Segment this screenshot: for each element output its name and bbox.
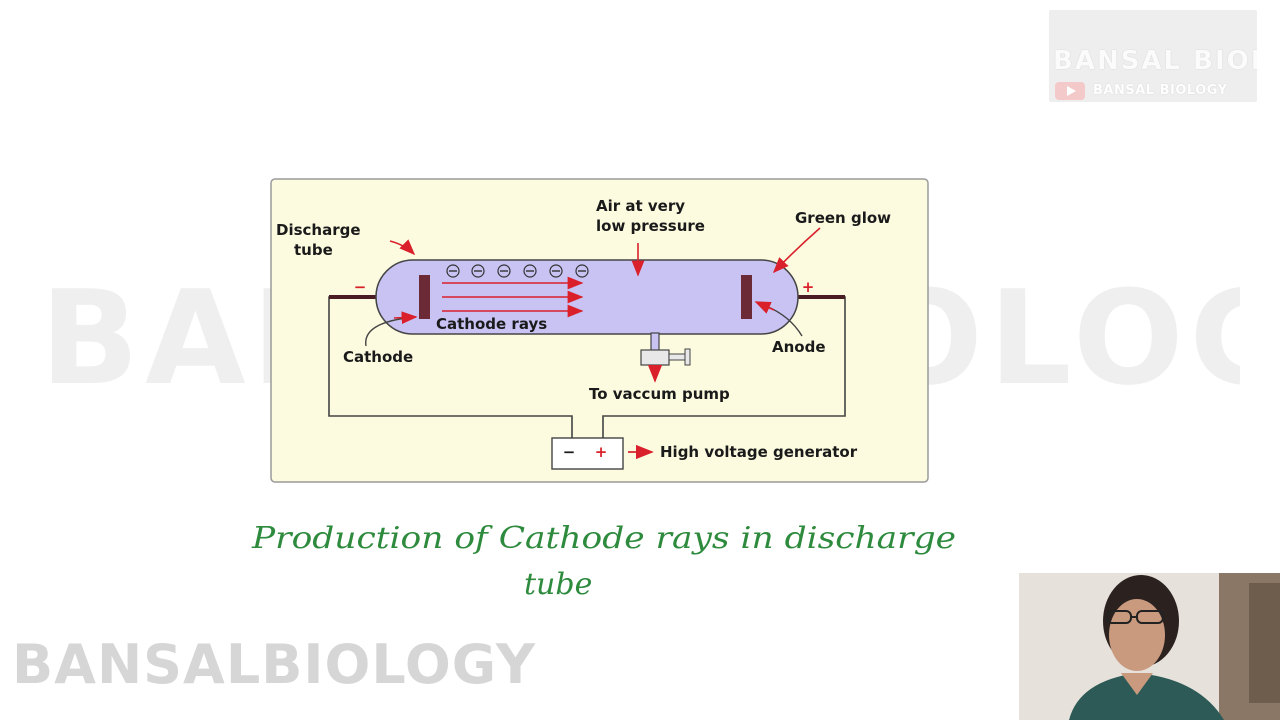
anode-plate (741, 275, 752, 319)
anode-plus-sign: + (802, 278, 815, 296)
generator-plus: + (595, 443, 608, 461)
discharge-tube-pointer (389, 239, 416, 256)
logo-subtext: BANSAL BIOLOGY (1093, 83, 1228, 98)
youtube-icon (1055, 82, 1085, 100)
label-vacuum-pump: To vaccum pump (589, 385, 730, 403)
high-voltage-generator-box (551, 437, 624, 470)
electron-row (446, 264, 589, 278)
green-glow-pointer (772, 227, 821, 274)
cathode-plate (419, 275, 430, 319)
label-air-1: Air at very (596, 197, 685, 215)
cathode-minus-sign: − (354, 278, 367, 296)
label-high-voltage: High voltage generator (660, 443, 858, 461)
presenter-image (1019, 573, 1280, 720)
label-anode: Anode (772, 338, 826, 356)
label-discharge: Discharge (276, 221, 361, 239)
channel-logo: BANSAL BIOLOGY BANSAL BIOLOGY (1049, 10, 1257, 102)
label-cathode: Cathode (343, 348, 413, 366)
label-tube: tube (294, 241, 333, 259)
handwritten-line-2: tube (524, 567, 592, 602)
handwritten-line-1: Production of Cathode rays in discharge (251, 521, 956, 556)
valve-icon (640, 348, 691, 383)
discharge-tube (375, 259, 799, 335)
bottom-watermark: BANSALBIOLOGY (12, 633, 537, 696)
label-green-glow: Green glow (795, 209, 891, 227)
generator-minus: − (563, 443, 576, 461)
label-air-2: low pressure (596, 217, 705, 235)
presenter-webcam (1019, 573, 1280, 720)
logo-text: BANSAL BIOLOGY (1053, 46, 1257, 76)
label-cathode-rays: Cathode rays (436, 315, 547, 333)
